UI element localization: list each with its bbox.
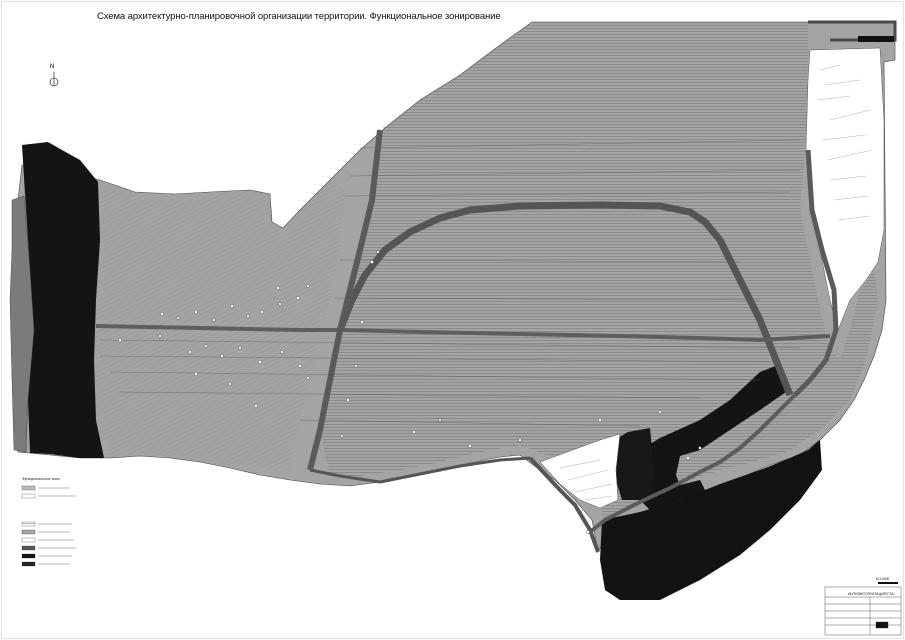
- map-hatch-lines: [99, 139, 801, 427]
- road-south-diagonal: [307, 129, 383, 471]
- road-west-east: [95, 324, 831, 343]
- title-block: [824, 586, 902, 636]
- road-southeast: [588, 393, 797, 534]
- scale-bar: [878, 582, 898, 584]
- legend-caption: Функциональные зоны: [22, 477, 60, 481]
- dark-block-center: [614, 428, 654, 500]
- dark-zone-southeast: [640, 365, 786, 510]
- white-pocket-south-scribble: [559, 459, 613, 501]
- dark-zone-south: [600, 440, 822, 600]
- northeast-scribble: [817, 64, 873, 221]
- scale-label: М 1:5000: [876, 577, 890, 581]
- road-ring: [336, 201, 794, 397]
- legend-text-lines: [38, 487, 76, 565]
- north-arrow-icon: [49, 72, 59, 87]
- stamp-title: АНТИЭКСПЛУАТАЦИЯ ГЗА: [848, 592, 894, 596]
- road-southwest-link: [309, 456, 531, 484]
- black-bar-northeast: [858, 36, 894, 42]
- north-label: N: [50, 64, 55, 70]
- legend-swatches: [21, 485, 36, 567]
- road-lower-left: [528, 456, 600, 553]
- map-title: Схема архитектурно-планировочной организ…: [97, 11, 501, 22]
- dark-zone-west: [22, 142, 104, 458]
- map-point-symbols: [118, 250, 702, 534]
- white-pocket-south: [539, 433, 621, 509]
- grey-strip-west: [9, 195, 35, 453]
- road-east-curve: [793, 149, 839, 397]
- hatch-zone-west: [92, 180, 345, 470]
